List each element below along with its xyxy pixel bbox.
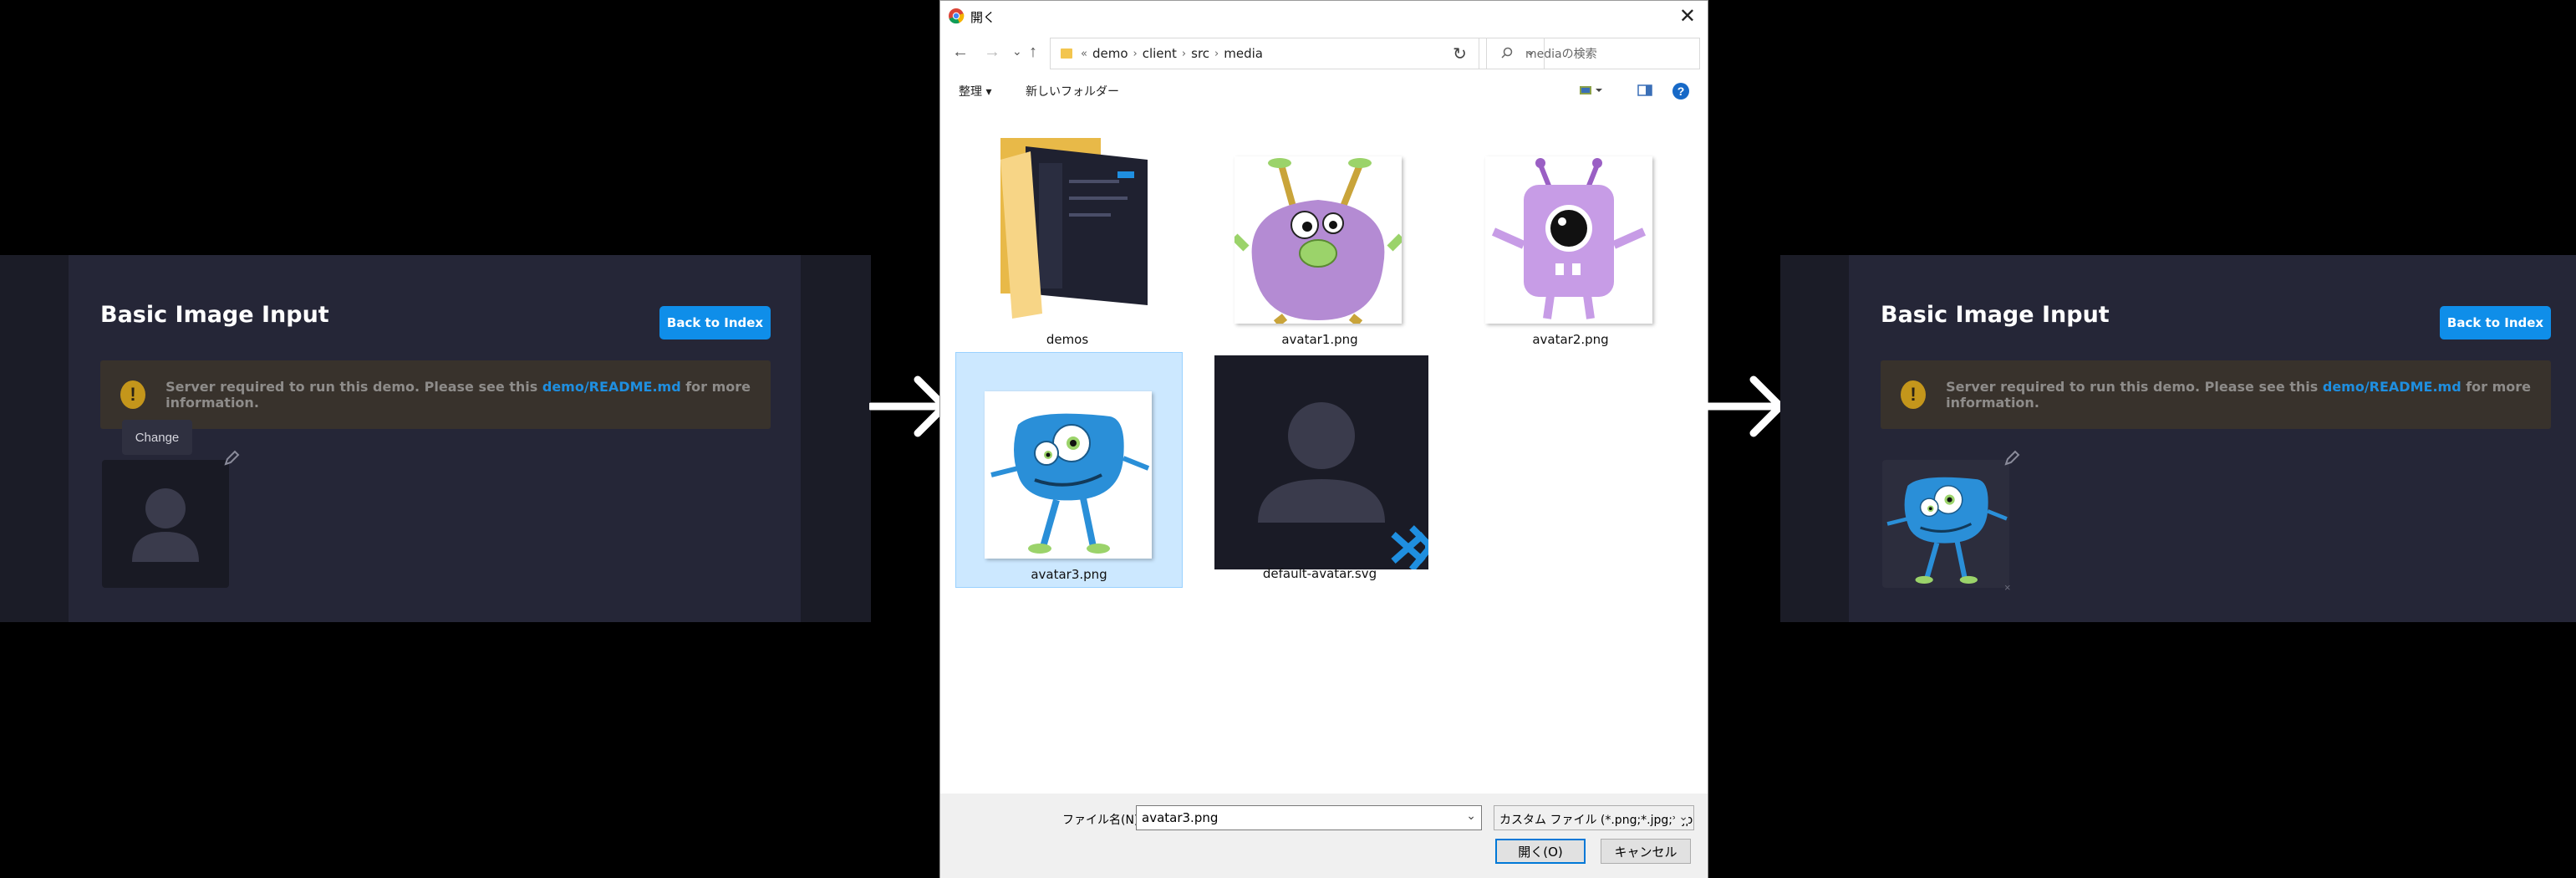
image-thumbnail	[1485, 156, 1652, 324]
file-item-avatar3[interactable]: avatar3.png	[955, 352, 1183, 588]
file-name: default-avatar.svg	[1262, 566, 1377, 581]
file-open-dialog: 開く ✕ ← → ⌄ ↑ « demo › client › src › media …	[939, 0, 1708, 878]
breadcrumb-media[interactable]: media	[1224, 46, 1263, 61]
alert-text-prefix: Server required to run this demo. Please…	[1946, 379, 2323, 395]
back-arrow-icon[interactable]: ←	[952, 43, 969, 61]
readme-link[interactable]: demo/README.md	[2322, 379, 2461, 395]
file-name: avatar1.png	[1281, 332, 1358, 347]
breadcrumb-demo[interactable]: demo	[1092, 46, 1128, 61]
file-type-value: カスタム ファイル (*.png;*.jpg;*.jpeg	[1499, 814, 1694, 827]
alert-message: Server required to run this demo. Please…	[165, 379, 771, 411]
view-options-icon[interactable]	[1579, 84, 1604, 96]
filename-value: avatar3.png	[1142, 810, 1219, 825]
file-item-demos[interactable]: demos	[954, 118, 1181, 354]
page-title: Basic Image Input	[1881, 302, 2110, 328]
right-demo-panel: Basic Image Input Back to Index ! Server…	[1780, 255, 2576, 622]
back-to-index-button[interactable]: Back to Index	[659, 306, 771, 339]
cancel-button[interactable]: キャンセル	[1601, 839, 1691, 864]
dialog-titlebar: 開く ✕	[940, 1, 1708, 31]
edit-pencil-icon[interactable]	[2003, 449, 2021, 467]
new-folder-button[interactable]: 新しいフォルダー	[1026, 85, 1119, 99]
edit-pencil-icon[interactable]	[222, 449, 241, 467]
open-button[interactable]: 開く(O)	[1495, 839, 1586, 864]
file-name: demos	[1046, 332, 1089, 347]
change-tooltip: Change	[122, 420, 192, 455]
address-dropdown-icon[interactable]: ⌄	[1525, 45, 1535, 59]
image-input[interactable]	[102, 460, 229, 588]
breadcrumb-separator-icon: ›	[1214, 47, 1219, 60]
chevron-down-icon[interactable]: ⌄	[1675, 810, 1688, 824]
breadcrumb-separator-icon: ›	[1133, 47, 1138, 60]
breadcrumb-client[interactable]: client	[1142, 46, 1177, 61]
preview-pane-icon[interactable]	[1637, 84, 1652, 96]
alert-text-prefix: Server required to run this demo. Please…	[165, 379, 542, 395]
forward-arrow-icon[interactable]: →	[984, 43, 1000, 61]
file-item-avatar1[interactable]: avatar1.png	[1206, 118, 1433, 354]
dialog-title: 開く	[970, 10, 996, 25]
filename-field[interactable]: avatar3.png ⌄	[1136, 805, 1482, 830]
chrome-icon	[949, 8, 965, 24]
folder-icon	[1061, 48, 1072, 59]
blue-monster-image	[990, 413, 1150, 554]
blue-monster-image	[1886, 477, 2008, 584]
demo-card: Basic Image Input Back to Index ! Server…	[69, 255, 801, 622]
image-thumbnail	[1235, 156, 1402, 324]
file-name: avatar3.png	[1031, 567, 1107, 582]
server-warning-alert: ! Server required to run this demo. Plea…	[1881, 360, 2551, 429]
warning-icon: !	[1901, 380, 1927, 409]
image-thumbnail	[1214, 355, 1428, 569]
search-icon	[1501, 47, 1513, 59]
image-input[interactable]	[1882, 460, 2009, 588]
navigation-bar: ← → ⌄ ↑ « demo › client › src › media ⌄ ↻ m…	[940, 34, 1708, 73]
chevron-down-icon[interactable]: ⌄	[1466, 809, 1476, 823]
alert-message: Server required to run this demo. Please…	[1946, 379, 2551, 411]
file-item-default-avatar[interactable]: default-avatar.svg	[1206, 352, 1433, 588]
file-item-avatar2[interactable]: avatar2.png	[1457, 118, 1684, 354]
file-type-select[interactable]: カスタム ファイル (*.png;*.jpg;*.jpeg ⌄	[1494, 805, 1694, 830]
left-demo-panel: Basic Image Input Back to Index ! Server…	[0, 255, 871, 622]
default-avatar-image	[1258, 402, 1428, 569]
file-list-view: demos avatar1.png	[940, 108, 1708, 794]
command-bar: 整理 ▾ 新しいフォルダー ?	[940, 74, 1708, 106]
demo-card: Basic Image Input Back to Index ! Server…	[1849, 255, 2576, 622]
back-to-index-button[interactable]: Back to Index	[2440, 306, 2551, 339]
readme-link[interactable]: demo/README.md	[542, 379, 681, 395]
close-icon[interactable]: ✕	[1678, 5, 1696, 28]
alert-text-suffix: for more information.	[1946, 379, 2532, 411]
image-thumbnail	[985, 391, 1152, 559]
search-placeholder: mediaの検索	[1525, 48, 1597, 61]
address-bar[interactable]: « demo › client › src › media ⌄	[1050, 38, 1545, 69]
folder-icon	[1000, 138, 1148, 319]
alert-text-suffix: for more information.	[165, 379, 751, 411]
help-icon[interactable]: ?	[1672, 83, 1689, 100]
filename-label: ファイル名(N):	[1062, 814, 1143, 827]
refresh-icon[interactable]: ↻	[1441, 38, 1479, 69]
recent-locations-chevron-icon[interactable]: ⌄	[1012, 44, 1022, 58]
default-avatar-icon	[132, 488, 199, 562]
server-warning-alert: ! Server required to run this demo. Plea…	[100, 360, 771, 429]
up-arrow-icon[interactable]: ↑	[1029, 43, 1037, 61]
remove-image-icon[interactable]: ×	[2004, 581, 2011, 594]
dialog-footer: ファイル名(N): avatar3.png ⌄ カスタム ファイル (*.png…	[940, 794, 1708, 878]
warning-icon: !	[120, 380, 146, 409]
file-name: avatar2.png	[1532, 332, 1609, 347]
purple-monster-image	[1235, 158, 1402, 324]
breadcrumb-separator-icon: ›	[1181, 47, 1187, 60]
arrow-right-icon	[1705, 375, 1784, 437]
search-input[interactable]: mediaの検索	[1486, 38, 1700, 69]
purple-cyclops-image	[1491, 158, 1647, 319]
address-overflow-icon[interactable]: «	[1081, 47, 1087, 60]
organize-menu[interactable]: 整理 ▾	[959, 85, 992, 99]
page-title: Basic Image Input	[100, 302, 329, 328]
breadcrumb-src[interactable]: src	[1191, 46, 1210, 61]
